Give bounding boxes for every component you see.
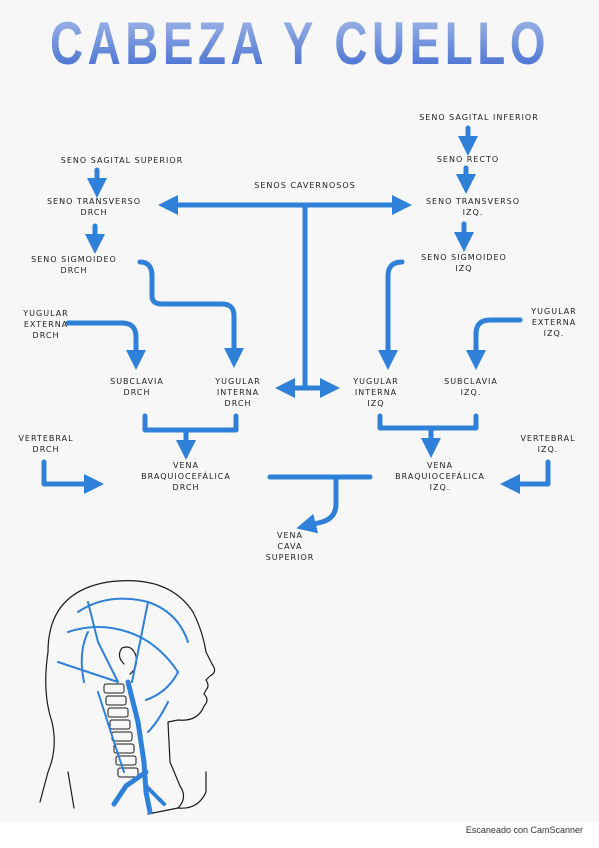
label-senos-cavernosos: SENOS CAVERNOSOS [254,181,356,190]
label-seno-sigmoideo-izq: SENO SIGMOIDEO IZQ [421,253,507,273]
arrow-union-to-vena-cava [296,474,339,534]
label-seno-sigmoideo-drch: SENO SIGMOIDEO DRCH [31,255,117,275]
head-neck-illustration [39,580,216,815]
arrow-vertebral-drch [41,459,104,494]
label-vertebral-izq: VERTEBRAL IZQ. [520,434,576,454]
flow-arrows [41,125,551,534]
arrow-yugular-externa-izq-to-subclavia-izq [466,317,523,370]
connector-right-merge [377,413,479,431]
page-title: CABEZA Y CUELLO [50,10,550,76]
arrow-sigmoideo-izq-to-yugular-interna-izq [378,259,405,370]
label-subclavia-drch: SUBCLAVIA DRCH [110,377,164,397]
label-yugular-externa-drch: YUGULAR EXTERNA DRCH [23,309,69,340]
label-vena-braquiocefalica-drch: VENA BRAQUIOCEFÁLICA DRCH [141,461,231,492]
label-seno-sagital-superior: SENO SAGITAL SUPERIOR [60,156,184,165]
label-seno-transverso-izq: SENO TRANSVERSO IZQ. [425,197,521,217]
label-yugular-interna-drch: YUGULAR INTERNA DRCH [215,377,261,408]
label-seno-transverso-drch: SENO TRANSVERSO DRCH [46,197,142,217]
label-seno-recto: SENO RECTO [436,155,500,164]
paper-sheet [0,0,599,822]
connector-left-merge [142,413,239,433]
label-subclavia-izq: SUBCLAVIA IZQ. [444,377,498,397]
scanner-watermark: Escaneado con CamScanner [465,825,583,835]
arrow-sigmoideo-drch-to-yugular-interna-drch [137,259,244,368]
label-yugular-interna-izq: YUGULAR INTERNA IZQ [353,377,399,408]
arrow-yugular-externa-drch-to-subclavia-drch [65,320,146,370]
title-banner: CABEZA Y CUELLO [50,10,550,76]
label-vena-cava-superior: VENA CAVA SUPERIOR [265,531,315,562]
label-vena-braquiocefalica-izq: VENA BRAQUIOCEFÁLICA IZQ. [395,461,485,492]
label-seno-sagital-inferior: SENO SAGITAL INFERIOR [419,113,539,122]
label-vertebral-drch: VERTEBRAL DRCH [18,434,74,454]
label-yugular-externa-izq: YUGULAR EXTERNA IZQ. [531,307,577,338]
arrow-vertebral-izq [500,459,551,494]
